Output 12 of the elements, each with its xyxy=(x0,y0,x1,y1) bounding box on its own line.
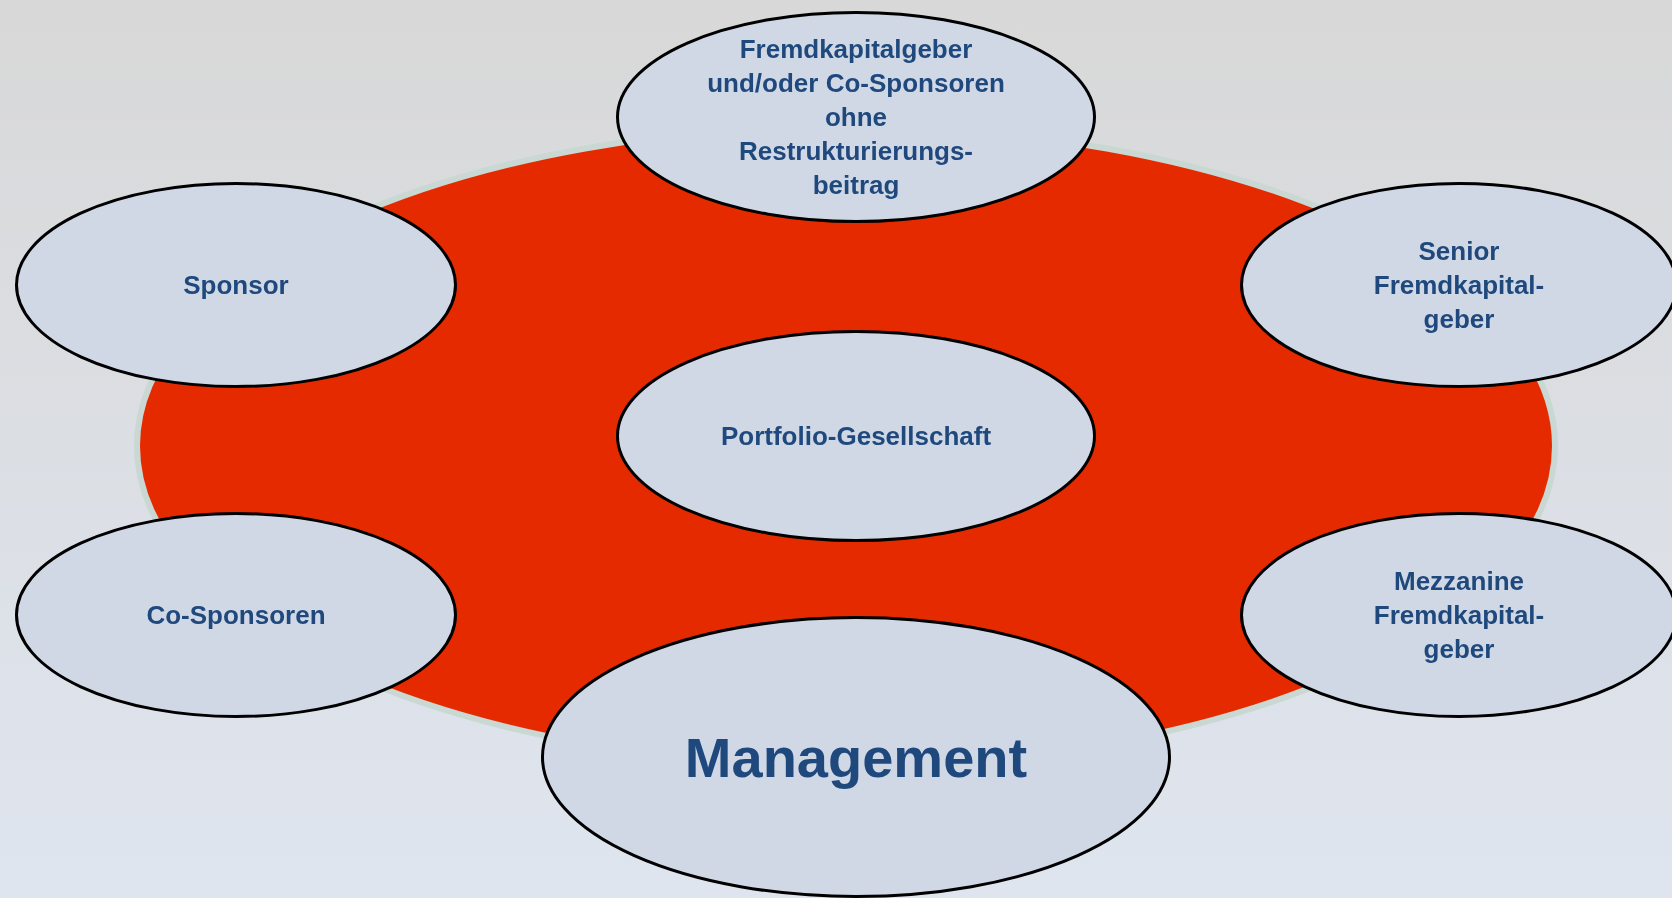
node-label: Co-Sponsoren xyxy=(145,599,327,632)
node-label: Management xyxy=(683,724,1029,791)
node-label: Portfolio-Gesellschaft xyxy=(719,420,993,453)
node-label: Mezzanine Fremdkapital- geber xyxy=(1372,565,1546,666)
node-label: Senior Fremdkapital- geber xyxy=(1372,235,1546,336)
node-label: Fremdkapitalgeber und/oder Co-Sponsoren ohne Restrukturierungs- beitrag xyxy=(706,33,1006,202)
oval-node xyxy=(15,182,457,388)
oval-node xyxy=(616,330,1096,542)
oval-node xyxy=(541,616,1171,898)
oval-node xyxy=(15,512,457,718)
node-label: Sponsor xyxy=(182,269,290,302)
oval-node xyxy=(616,11,1096,223)
